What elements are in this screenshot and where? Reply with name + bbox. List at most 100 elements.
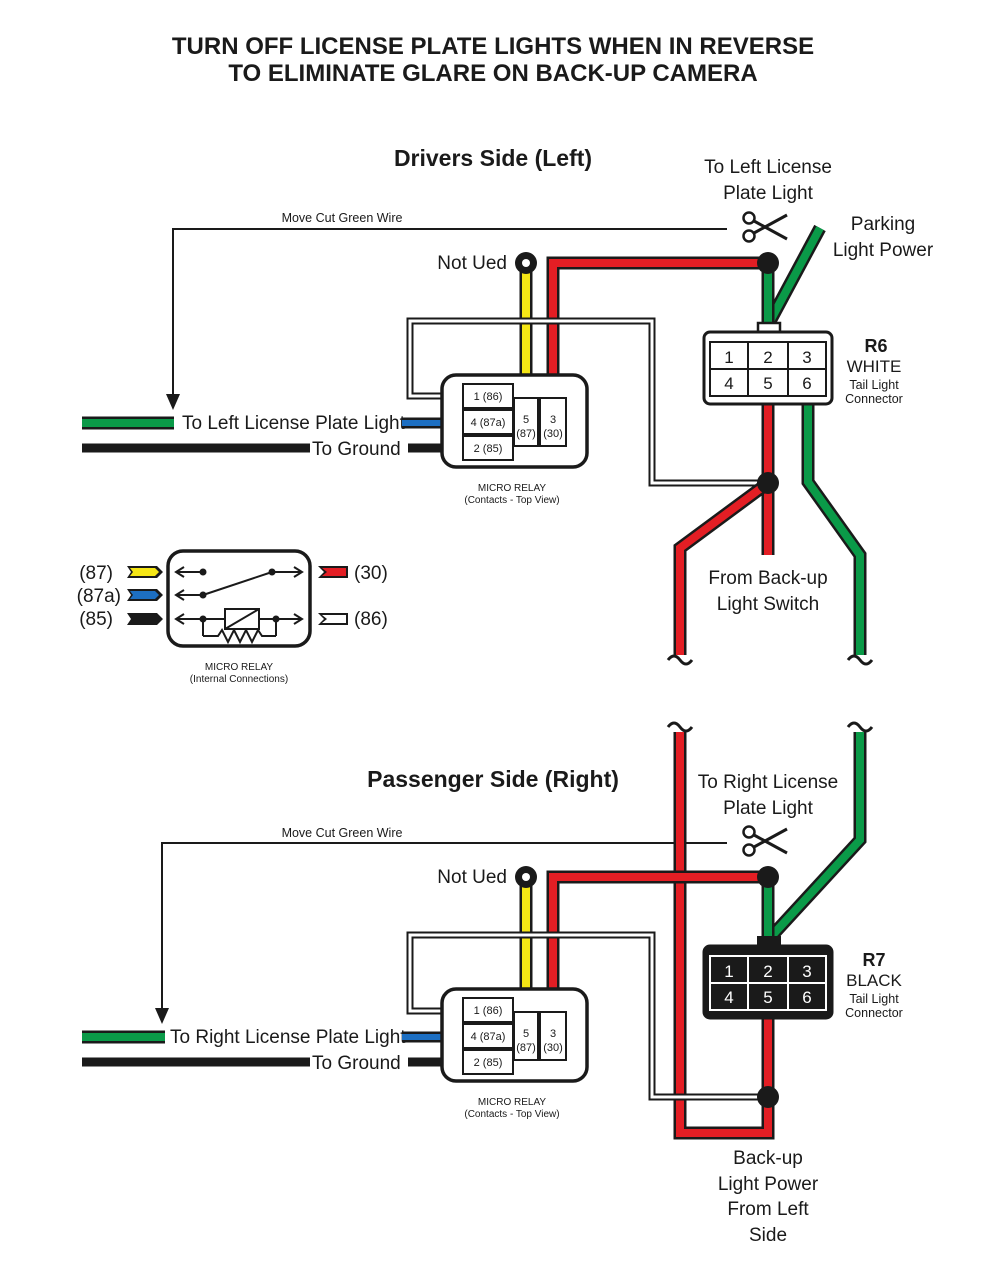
drivers-move-label: Move Cut Green Wire [282, 211, 403, 225]
stub-86 [322, 615, 346, 623]
internal-right-label: (30) [354, 563, 388, 584]
internal-right-label: (86) [354, 609, 388, 630]
r7-pin: 1 [724, 962, 733, 981]
r6-pin: 4 [724, 374, 733, 393]
drivers-break-red [666, 654, 694, 666]
passenger-red-wire-top [549, 873, 768, 1025]
internal-relay-section: (87) (87a) (85) (30) (86) [77, 549, 388, 685]
passenger-move-arrow-line [161, 842, 727, 1012]
drivers-relay-caption-2: (Contacts - Top View) [464, 495, 559, 506]
drivers-scissors-icon [742, 211, 788, 243]
passenger-section: Passenger Side (Right) To Right License … [82, 721, 903, 1246]
drivers-relay-pin3-sub: (30) [543, 428, 563, 440]
drivers-not-used-node-center [522, 259, 530, 267]
stub-30 [322, 568, 346, 576]
passenger-break-green [846, 721, 874, 733]
drivers-relay-pin5: 5 [523, 414, 529, 426]
passenger-relay-pin5-sub: (87) [516, 1042, 536, 1054]
passenger-red-loop [676, 732, 772, 1137]
drivers-relay-pin5-sub: (87) [516, 428, 536, 440]
drivers-heading: Drivers Side (Left) [394, 145, 592, 171]
drivers-splice-node-bottom [757, 472, 779, 494]
passenger-not-used-label: Not Ued [437, 867, 507, 888]
stub-85 [127, 613, 163, 625]
drivers-parking-label-1: Parking [851, 214, 915, 235]
internal-left-label: (87a) [77, 586, 121, 607]
internal-left-label: (85) [79, 609, 113, 630]
drivers-relay-pin3: 3 [550, 414, 556, 426]
drivers-green-down [804, 400, 864, 655]
passenger-relay-caption-2: (Contacts - Top View) [464, 1109, 559, 1120]
passenger-relay-pin5: 5 [523, 1028, 529, 1040]
passenger-backup-power-label-4: Side [749, 1225, 787, 1246]
r7-id: R7 [862, 950, 885, 970]
r6-id: R6 [864, 336, 887, 356]
r6-color: WHITE [847, 357, 902, 376]
passenger-plate-light-label-2: Plate Light [723, 798, 814, 819]
r7-pin: 5 [763, 988, 772, 1007]
drivers-red-wire-top [549, 259, 768, 410]
r7-color: BLACK [846, 971, 902, 990]
passenger-splice-node-bottom [757, 1086, 779, 1108]
drivers-parking-label-2: Light Power [833, 240, 934, 261]
r6-desc-1: Tail Light [849, 378, 899, 392]
title-line-2: TO ELIMINATE GLARE ON BACK-UP CAMERA [228, 60, 757, 87]
passenger-break-red [666, 721, 694, 733]
drivers-section: Drivers Side (Left) Move Cut Green Wire … [82, 145, 934, 666]
drivers-splice-node-top [757, 252, 779, 274]
passenger-relay-pin: 4 (87a) [471, 1031, 506, 1043]
passenger-relay-caption-1: MICRO RELAY [478, 1097, 546, 1108]
drivers-from-backup-label-2: Light Switch [717, 594, 819, 615]
r6-pin: 2 [763, 348, 772, 367]
drivers-relay-pin: 1 (86) [474, 391, 503, 403]
passenger-relay-pin: 2 (85) [474, 1057, 503, 1069]
drivers-break-green [846, 654, 874, 666]
stub-87a [130, 591, 159, 599]
r7-desc-1: Tail Light [849, 992, 899, 1006]
internal-caption-1: MICRO RELAY [205, 662, 273, 673]
passenger-move-label: Move Cut Green Wire [282, 826, 403, 840]
passenger-not-used-node-center [522, 873, 530, 881]
drivers-move-arrow-line [172, 228, 727, 398]
title-line-1: TURN OFF LICENSE PLATE LIGHTS WHEN IN RE… [172, 33, 814, 60]
passenger-backup-power-label-1: Back-up [733, 1148, 803, 1169]
drivers-red-cross-outline [673, 400, 775, 655]
passenger-scissors-icon [742, 825, 788, 857]
passenger-relay-pin3: 3 [550, 1028, 556, 1040]
passenger-relay-pin: 1 (86) [474, 1005, 503, 1017]
internal-caption-2: (Internal Connections) [190, 674, 288, 685]
passenger-white-wire [408, 933, 768, 1099]
connector-r6: 1 2 3 4 5 6 [702, 321, 834, 406]
passenger-relay-pin3-sub: (30) [543, 1042, 563, 1054]
passenger-to-ground-label: To Ground [312, 1053, 401, 1074]
drivers-from-backup-label-1: From Back-up [708, 568, 827, 589]
r6-pin: 6 [802, 374, 811, 393]
r7-pin: 2 [763, 962, 772, 981]
r6-pin: 5 [763, 374, 772, 393]
r7-pin: 3 [802, 962, 811, 981]
r7-pin: 6 [802, 988, 811, 1007]
passenger-move-arrow-head [155, 1008, 169, 1024]
passenger-to-plate-label: To Right License Plate Light [170, 1027, 406, 1048]
passenger-green-wire [765, 732, 864, 943]
drivers-relay-caption-1: MICRO RELAY [478, 483, 546, 494]
passenger-heading: Passenger Side (Right) [367, 766, 619, 792]
r7-pin: 4 [724, 988, 733, 1007]
drivers-relay: 1 (86) 4 (87a) 2 (85) 5 (87) 3 (30) [440, 373, 589, 469]
drivers-plate-light-label-2: Plate Light [723, 183, 814, 204]
drivers-relay-pin: 4 (87a) [471, 417, 506, 429]
r6-pin: 3 [802, 348, 811, 367]
drivers-to-plate-label: To Left License Plate Light [182, 413, 406, 434]
drivers-move-arrow-head [166, 394, 180, 410]
r6-desc-2: Connector [845, 392, 903, 406]
r7-desc-2: Connector [845, 1006, 903, 1020]
drivers-red-cross [676, 400, 772, 655]
drivers-not-used-label: Not Ued [437, 253, 507, 274]
passenger-green-wire-outline [763, 732, 867, 945]
internal-left-label: (87) [79, 563, 113, 584]
passenger-backup-power-label-3: From Left [727, 1199, 809, 1220]
drivers-parking-wire [764, 226, 824, 327]
drivers-to-ground-label: To Ground [312, 439, 401, 460]
r6-pin: 1 [724, 348, 733, 367]
